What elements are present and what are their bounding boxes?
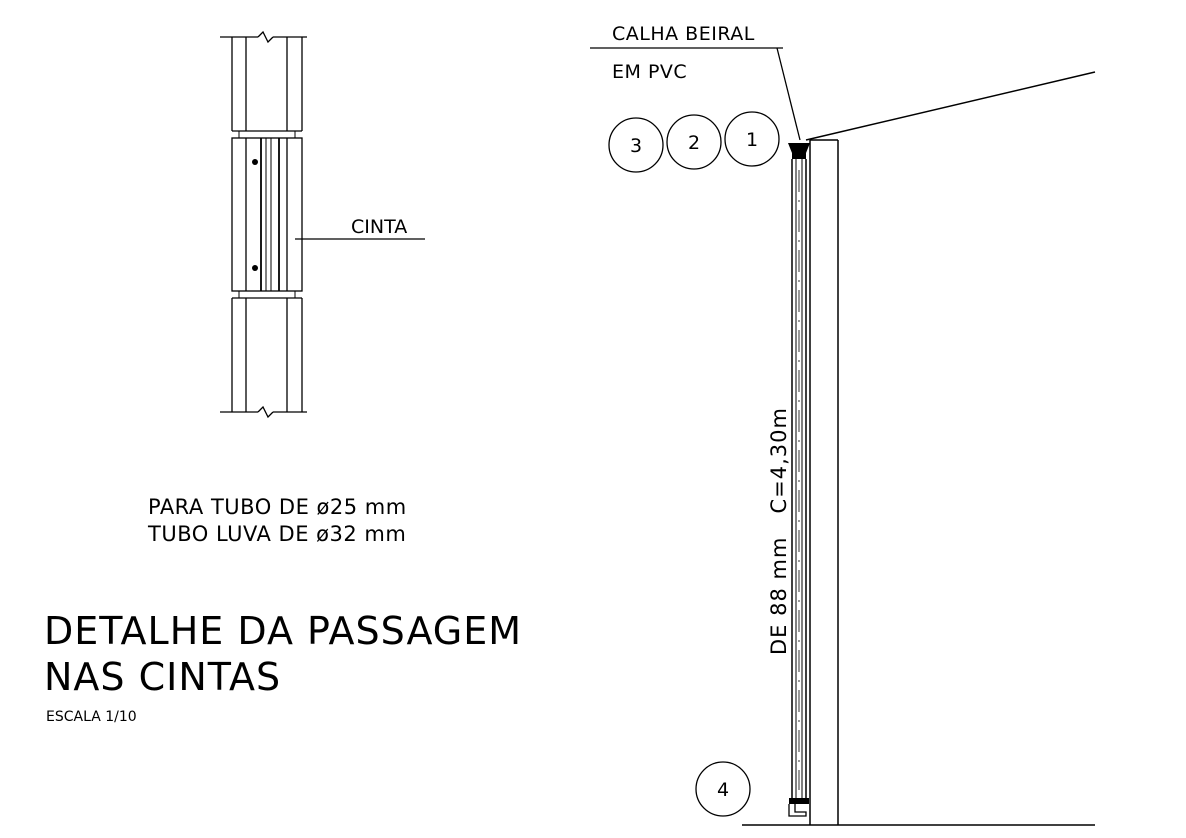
marker-2: 2 (666, 114, 722, 170)
tube-note-line2: TUBO LUVA DE ø32 mm (147, 522, 406, 546)
marker-1: 1 (724, 111, 780, 167)
svg-text:3: 3 (630, 135, 642, 157)
gutter-callout-line2: EM PVC (612, 61, 687, 83)
tube-note-line1: PARA TUBO DE ø25 mm (148, 495, 407, 519)
tube-section-drawing: CINTA (220, 30, 425, 419)
marker-3: 3 (608, 117, 664, 173)
detail-title-line1: DETALHE DA PASSAGEM (44, 609, 522, 653)
gutter-icon (788, 143, 810, 153)
detail-title-line2: NAS CINTAS (44, 655, 281, 699)
svg-text:4: 4 (717, 779, 729, 801)
wall (809, 139, 839, 825)
svg-text:2: 2 (688, 132, 700, 154)
gutter-leader-line (776, 47, 801, 141)
bolt-icon (252, 265, 258, 271)
detail-scale: ESCALA 1/10 (46, 709, 137, 725)
svg-text:1: 1 (746, 129, 758, 151)
cinta-label: CINTA (351, 216, 407, 238)
gutter-callout-line1: CALHA BEIRAL (612, 23, 755, 45)
cinta-block (231, 137, 303, 292)
marker-4: 4 (695, 761, 751, 817)
lower-wall-block (220, 297, 307, 419)
downpipe-label: DE 88 mm C=4,30m (767, 407, 791, 655)
bolt-icon (252, 159, 258, 165)
roof-line (805, 71, 1096, 141)
pipe-elbow-icon (789, 798, 809, 804)
upper-wall-block (220, 30, 307, 132)
downpipe (791, 159, 807, 798)
gutter-elevation: CALHA BEIRAL EM PVC DE 88 mm C=4 (590, 23, 1096, 826)
